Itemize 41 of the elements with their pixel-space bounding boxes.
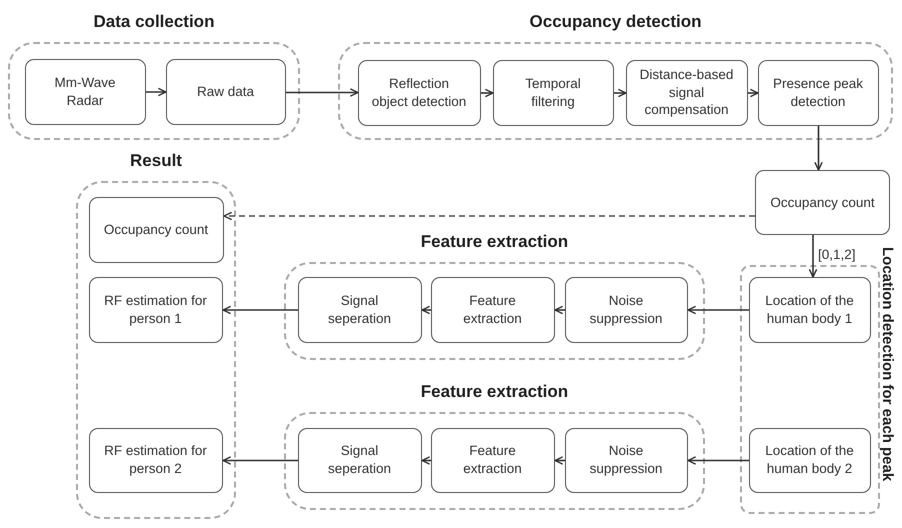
arrow [687, 456, 749, 465]
process-box: Noise suppression [564, 428, 688, 492]
process-box: Occupancy count [88, 196, 224, 262]
process-box: Feature extraction [430, 428, 554, 492]
arrow [808, 235, 818, 278]
arrow [554, 306, 565, 314]
arrow [481, 88, 494, 98]
group-heading: Data collection [92, 12, 216, 32]
arrow [222, 306, 298, 314]
arrow [421, 456, 431, 465]
group-heading: Location detection for each peak [879, 247, 896, 482]
process-box: Location of the human body 1 [748, 276, 870, 342]
process-box: Location of the human body 2 [748, 428, 870, 492]
process-box: Temporal filtering [492, 60, 614, 126]
process-box: Presence peak detection [758, 60, 878, 126]
group-heading: Feature extraction [420, 232, 570, 252]
process-box: Distance-based signal compensation [626, 60, 748, 126]
arrow [687, 306, 749, 314]
process-box: Reflection object detection [358, 60, 480, 126]
arrow [222, 456, 298, 465]
group-heading: Result [129, 151, 183, 171]
arrow [286, 88, 359, 97]
group-heading: Feature extraction [420, 382, 570, 402]
arrow [421, 306, 431, 314]
arrow [748, 88, 759, 98]
arrow [146, 88, 167, 96]
arrow [223, 212, 755, 220]
group-heading: Occupancy detection [528, 12, 702, 32]
process-box: Raw data [166, 58, 286, 124]
arrow [614, 88, 627, 98]
process-box: Mm-Wave Radar [24, 58, 146, 124]
process-box: Feature extraction [430, 276, 554, 342]
process-box: RF estimation for person 2 [88, 428, 222, 492]
process-box: Occupancy count [755, 170, 890, 235]
arrow [814, 126, 823, 171]
process-box: RF estimation for person 1 [88, 276, 222, 342]
process-box: Noise suppression [564, 276, 688, 342]
process-box: Signal seperation [298, 276, 422, 342]
arrow [554, 456, 565, 465]
edge-label: [0,1,2] [816, 247, 858, 262]
process-box: Signal seperation [298, 428, 422, 492]
